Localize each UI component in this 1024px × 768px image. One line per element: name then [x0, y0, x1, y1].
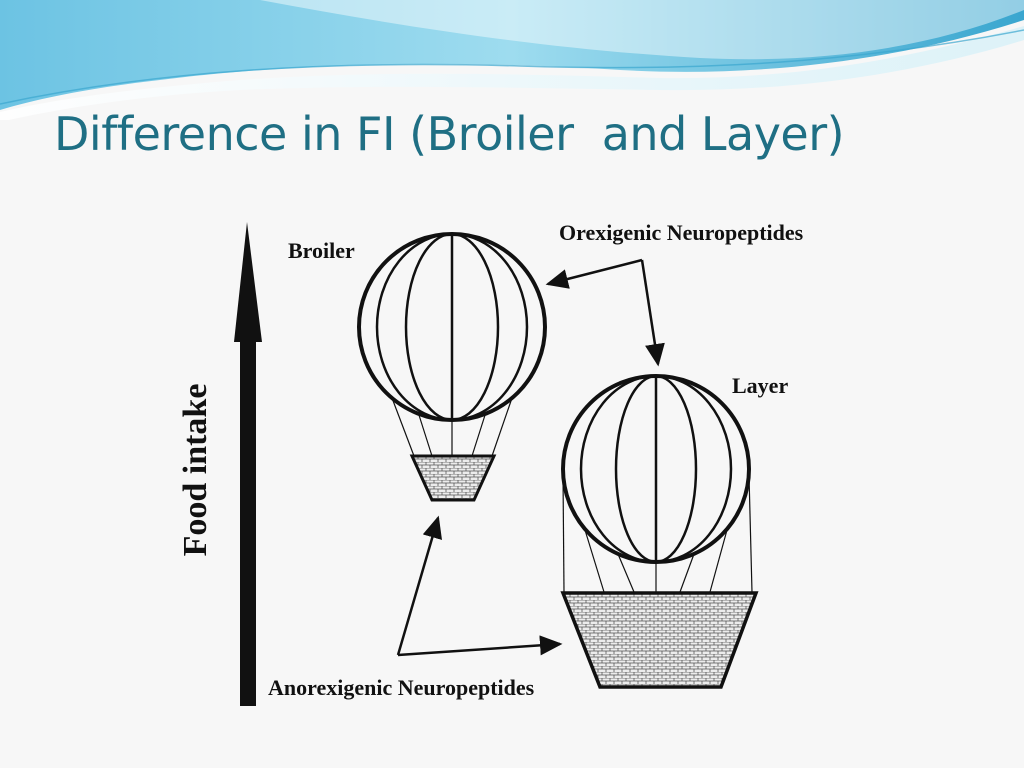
broiler-ropes — [391, 397, 513, 457]
layer-envelope — [561, 374, 751, 564]
slide-title: Difference in FI (Broiler and Layer) — [54, 107, 845, 161]
food-intake-label: Food intake — [177, 384, 214, 557]
layer-basket — [560, 591, 759, 689]
layer-ropes — [562, 474, 753, 593]
layer-balloon — [560, 374, 759, 689]
food-intake-arrow — [234, 222, 262, 706]
broiler-basket — [409, 454, 497, 502]
orexigenic-label: Orexigenic Neuropeptides — [559, 220, 804, 245]
broiler-envelope — [357, 232, 547, 422]
broiler-label: Broiler — [288, 238, 355, 263]
anorexigenic-label: Anorexigenic Neuropeptides — [268, 675, 535, 700]
layer-label: Layer — [732, 373, 788, 398]
anorexigenic-arrows — [396, 515, 563, 657]
header-waves — [0, 0, 1024, 120]
orexigenic-arrows — [545, 258, 665, 367]
broiler-balloon — [357, 232, 547, 502]
